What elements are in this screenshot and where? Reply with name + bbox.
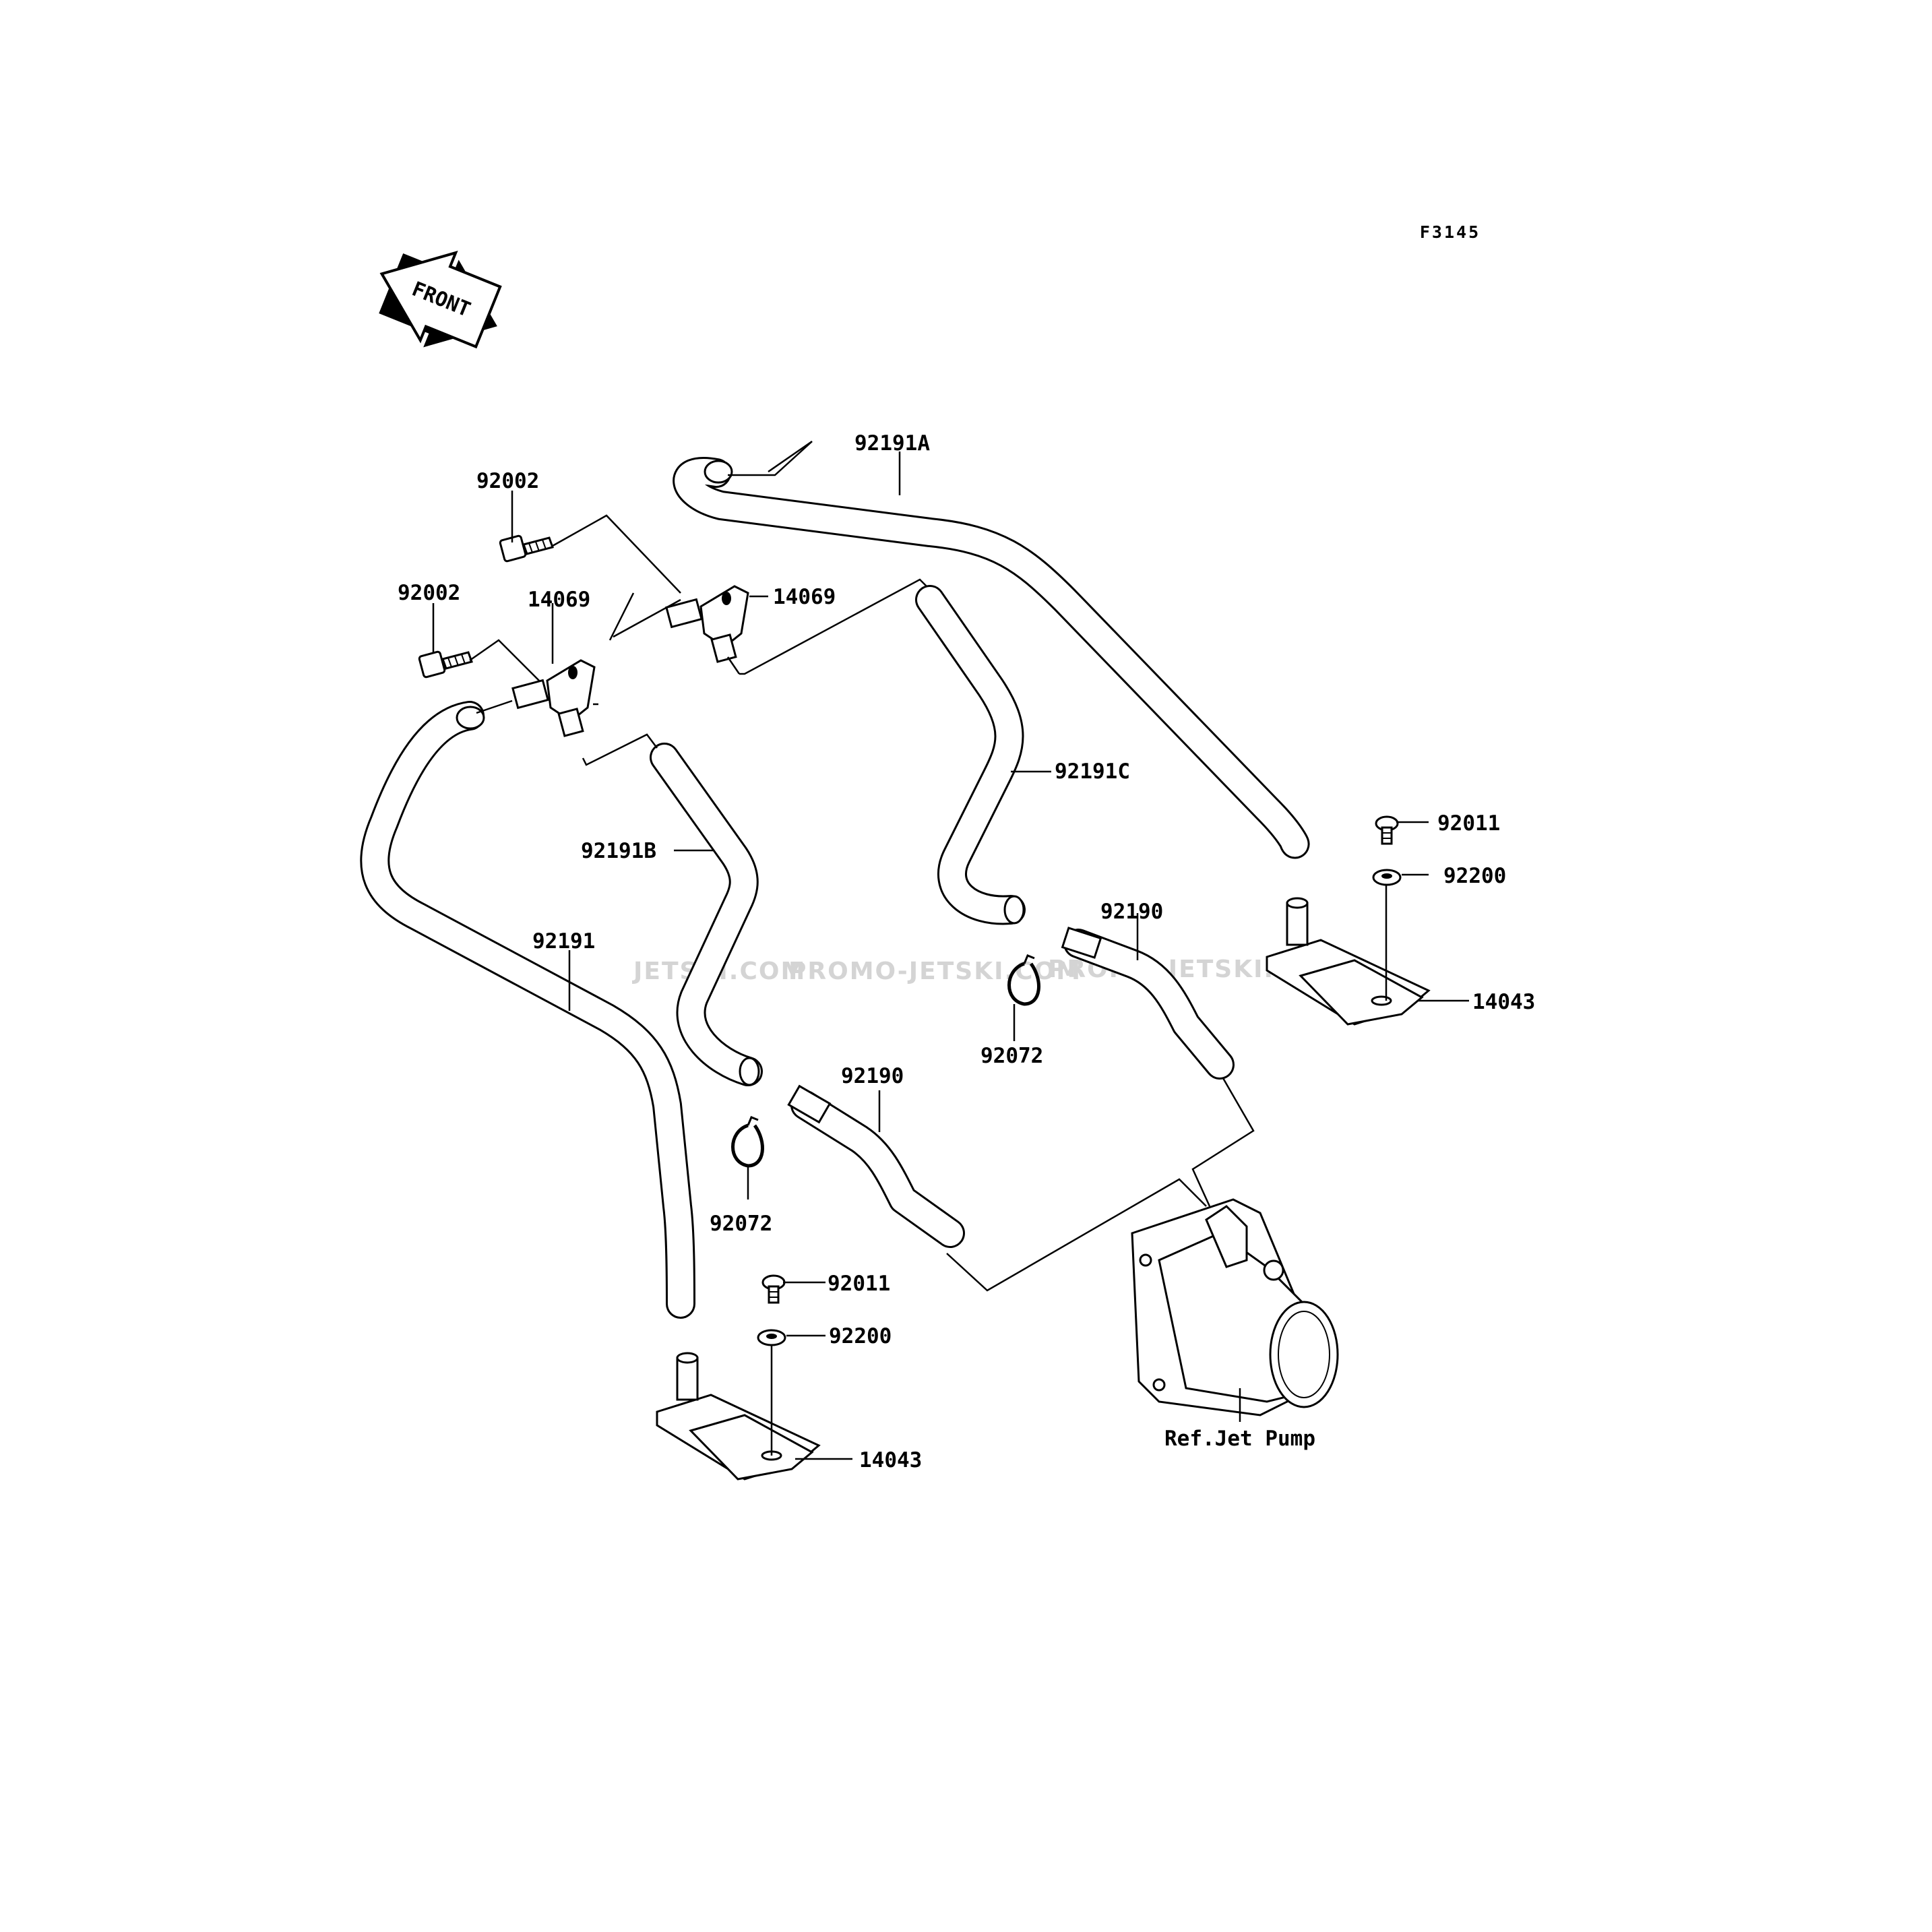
part-label-92191: 92191 <box>532 929 595 954</box>
hose-92190-right <box>1061 927 1235 1080</box>
part-label-92011-left: 92011 <box>828 1272 890 1296</box>
part-label-92191A: 92191A <box>854 431 930 456</box>
part-label-14043-left: 14043 <box>859 1448 922 1472</box>
washer-92200-right <box>1372 869 1402 886</box>
reference-jet-pump: Ref.Jet Pump <box>1164 1427 1315 1451</box>
strainer-14043-right <box>1266 897 1431 1026</box>
hose-92191A <box>673 457 1310 859</box>
leader-lines <box>432 440 1469 1460</box>
part-label-92072-left: 92072 <box>710 1212 772 1236</box>
part-label-92002-top: 92002 <box>476 469 539 493</box>
fitting-14069-left <box>511 659 596 737</box>
fitting-14069-right <box>665 585 749 663</box>
part-label-92190-left: 92190 <box>841 1064 904 1088</box>
hose-92191B <box>650 743 763 1086</box>
watermark-2: PROMO-JETSKI.COM <box>788 958 1082 985</box>
hose-92191C <box>915 585 1026 925</box>
part-label-14069-right: 14069 <box>773 585 836 609</box>
screw-92011-right <box>1375 815 1399 845</box>
part-label-14069-left: 14069 <box>528 588 590 612</box>
strainer-14043-left <box>656 1352 821 1481</box>
part-label-92191C: 92191C <box>1055 759 1130 784</box>
part-label-92002-left: 92002 <box>398 581 460 605</box>
figure-code: F3145 <box>1420 222 1481 242</box>
bolt-92002-left <box>418 650 473 679</box>
part-label-92072-right: 92072 <box>980 1044 1043 1068</box>
jet-pump <box>1131 1198 1339 1416</box>
part-label-92190-right: 92190 <box>1100 900 1163 924</box>
hose-92191 <box>360 701 695 1319</box>
part-label-92011-right: 92011 <box>1437 811 1500 836</box>
bolt-92002-top <box>499 534 554 563</box>
part-label-92200-right: 92200 <box>1443 864 1506 888</box>
hose-92190-left <box>787 1084 965 1248</box>
front-arrow-icon: FRONT <box>379 251 502 349</box>
part-label-92200-left: 92200 <box>829 1324 892 1348</box>
part-label-92191B: 92191B <box>581 839 656 863</box>
part-label-14043-right: 14043 <box>1472 990 1535 1014</box>
clamp-92072-left <box>731 1116 764 1168</box>
clamp-92072-right <box>1007 954 1040 1006</box>
washer-92200-left <box>757 1329 786 1346</box>
screw-92011-left <box>761 1274 786 1304</box>
